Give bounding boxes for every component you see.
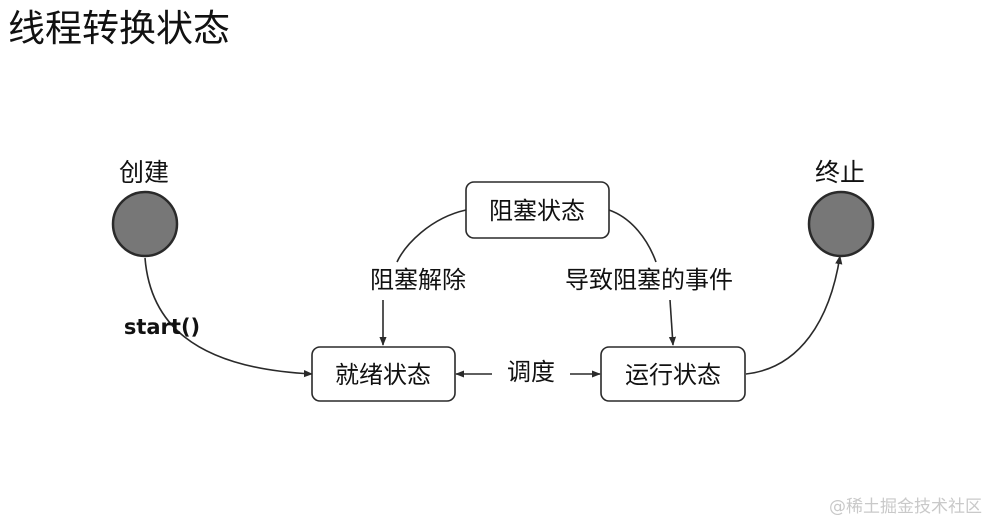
schedule-edge-label: 调度 [507, 358, 555, 386]
ready-state-label: 就绪状态 [335, 361, 431, 389]
block-event-edge-label: 导致阻塞的事件 [565, 266, 733, 294]
edge-unblock [396, 209, 467, 263]
running-state-label: 运行状态 [625, 361, 721, 389]
create-node [111, 190, 179, 258]
edge-block-event [608, 209, 657, 263]
edge-start [144, 257, 313, 378]
ready-state-box [311, 346, 456, 402]
edge-block-event-arrow [668, 299, 677, 346]
watermark: @稀土掘金技术社区 [829, 497, 982, 517]
unblock-edge-label: 阻塞解除 [370, 266, 466, 294]
create-label: 创建 [119, 158, 169, 187]
blocked-state-box [465, 181, 610, 239]
start-edge-label: start() [124, 315, 200, 339]
terminate-label: 终止 [815, 158, 865, 187]
blocked-state-label: 阻塞状态 [489, 197, 585, 225]
edge-terminate [745, 255, 843, 375]
terminate-node [807, 190, 875, 258]
running-state-box [600, 346, 746, 402]
page-title: 线程转换状态 [8, 7, 230, 50]
